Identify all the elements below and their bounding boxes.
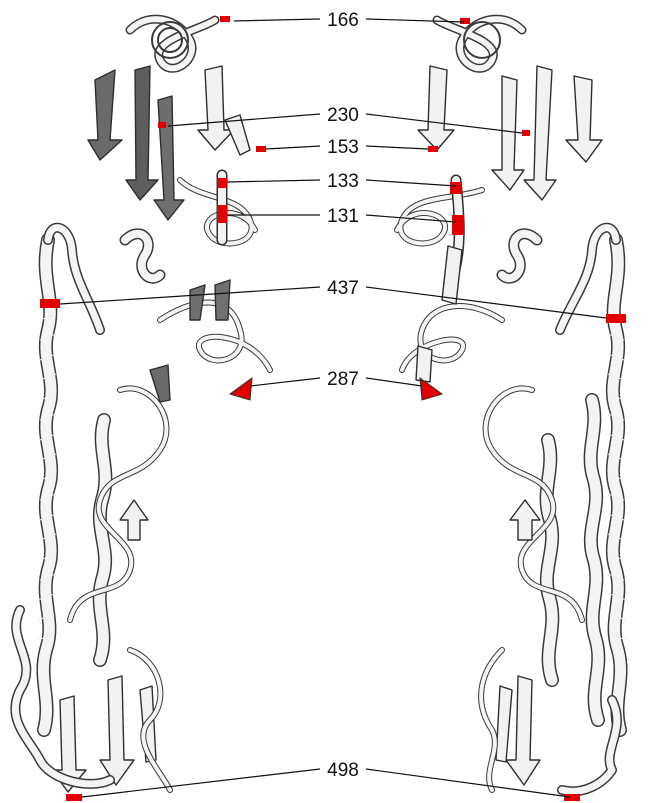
label-437: 437: [327, 278, 359, 299]
left-monomer: [15, 16, 270, 801]
residue-131-marker-right: [452, 215, 464, 235]
leader-287-left: [250, 378, 320, 386]
leader-153-left: [266, 146, 320, 149]
label-166: 166: [327, 10, 359, 31]
residue-230-marker-right: [522, 130, 530, 136]
label-133: 133: [327, 171, 359, 192]
leader-287-right: [366, 378, 422, 386]
leader-133-right: [366, 180, 456, 186]
residue-131-marker-left: [217, 205, 227, 223]
residue-153-marker-left: [256, 146, 266, 152]
residue-230-marker-left: [158, 122, 166, 128]
label-131: 131: [327, 206, 359, 227]
leader-153-right: [366, 146, 428, 149]
residue-153-marker-right: [428, 146, 438, 152]
leader-133-left: [227, 180, 320, 182]
residue-437-marker-right: [606, 314, 626, 323]
label-287: 287: [327, 369, 359, 390]
residue-287-marker-left: [230, 378, 252, 400]
residue-498-marker-left: [66, 794, 82, 801]
residue-133-marker-left: [217, 178, 227, 188]
leader-498-right: [366, 769, 570, 797]
leader-166-right: [366, 19, 464, 22]
leader-230-left: [168, 114, 320, 126]
left-long-helix: [38, 240, 56, 730]
right-long-helix: [608, 240, 626, 730]
residue-labels: 166 230 153 133 131 437 287 498: [327, 10, 359, 781]
residue-166-marker-right: [460, 18, 470, 24]
label-498: 498: [327, 760, 359, 781]
residue-166-marker-left: [220, 16, 230, 22]
label-230: 230: [327, 105, 359, 126]
residue-437-marker-left: [40, 299, 60, 308]
right-monomer: [397, 18, 626, 801]
label-153: 153: [327, 137, 359, 158]
residue-498-marker-right: [564, 794, 580, 801]
residue-133-marker-right: [450, 182, 462, 194]
residue-287-marker-right: [420, 378, 442, 400]
leader-166-left: [234, 19, 320, 21]
